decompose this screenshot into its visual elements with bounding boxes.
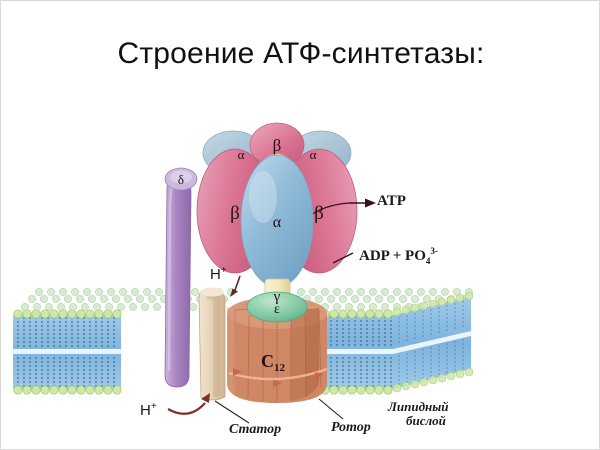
atp-synthase-diagram: β β β α α α δ γ ε C12 xyxy=(1,111,599,449)
label-adp-subscript: 4 xyxy=(425,256,431,266)
label-alpha-top-left: α xyxy=(238,147,245,162)
label-delta: δ xyxy=(178,172,184,187)
proton-arrow-bottom xyxy=(167,393,210,415)
label-proton-bottom-charge: + xyxy=(150,401,157,412)
label-proton-top: H+ xyxy=(210,265,227,283)
label-beta-left: β xyxy=(230,203,240,224)
label-lipid-bilayer-line1: Липидный xyxy=(388,399,449,414)
proton-arrow-top xyxy=(230,275,241,297)
f1-head-graphic xyxy=(196,122,358,288)
stator-column-graphic xyxy=(198,287,226,401)
label-adp-superscript: 3- xyxy=(430,246,438,256)
label-rotor: Ротор xyxy=(331,420,371,435)
label-alpha-top-right: α xyxy=(310,147,317,162)
b-subunit-stalk-graphic xyxy=(164,167,198,388)
label-epsilon: ε xyxy=(274,302,280,317)
label-adp-phosphate: ADP + PO43- xyxy=(359,246,438,266)
stator-leader-line xyxy=(214,400,250,424)
label-beta-top: β xyxy=(273,136,282,155)
gamma-epsilon-graphic xyxy=(246,278,308,323)
label-lipid-bilayer-line2: бислой xyxy=(406,413,446,428)
label-atp: ATP xyxy=(377,193,406,209)
c-ring-rotor-graphic xyxy=(227,297,328,403)
label-beta-right: β xyxy=(314,203,324,224)
label-proton-top-text: H xyxy=(210,266,221,283)
label-stator: Статор xyxy=(229,422,282,437)
rotor-leader-line xyxy=(318,398,344,420)
label-alpha-center: α xyxy=(273,214,282,231)
label-proton-bottom-text: H xyxy=(140,402,151,419)
label-proton-top-charge: + xyxy=(220,265,227,276)
annotation-leader-lines xyxy=(332,198,376,264)
page-title: Строение АТФ-синтетазы: xyxy=(117,37,485,70)
label-adp-text: ADP + PO xyxy=(359,248,426,264)
label-gamma: γ xyxy=(273,289,281,305)
label-proton-bottom: H+ xyxy=(140,401,157,419)
